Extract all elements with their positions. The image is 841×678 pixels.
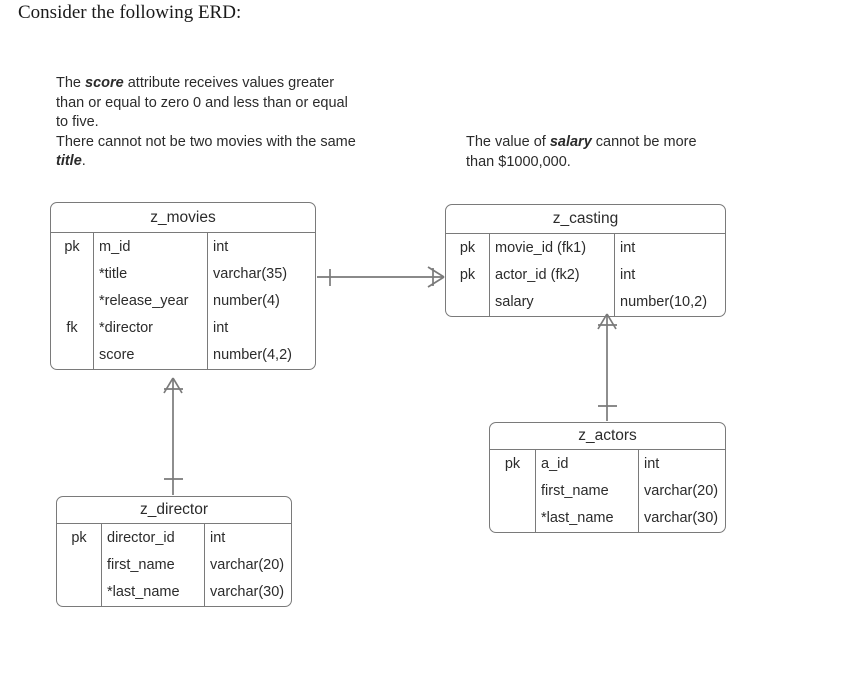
- attribute-name: *director: [93, 314, 208, 342]
- attribute-datatype: int: [620, 239, 636, 256]
- relationship-movies-director: [163, 377, 183, 495]
- attribute-datatype: int: [644, 455, 660, 472]
- attribute-name: *last_name: [535, 504, 639, 532]
- attribute-row: *last_name varchar(30): [57, 578, 291, 606]
- attribute-row: *title varchar(35): [51, 260, 315, 288]
- attribute-row: score number(4,2): [51, 341, 315, 369]
- attribute-row: salary number(10,2): [446, 288, 725, 316]
- attribute-key-marker: [490, 504, 536, 532]
- constraint-note-score: The score attribute receives values grea…: [56, 74, 356, 172]
- attribute-row: *last_name varchar(30): [490, 504, 725, 532]
- attribute-key-marker: pk: [51, 233, 94, 261]
- attribute-datatype: varchar(30): [210, 584, 285, 601]
- attribute-key-marker: [57, 578, 102, 606]
- entity-title-z-director: z_director: [57, 497, 291, 524]
- attribute-key-marker: fk: [51, 314, 94, 342]
- attribute-name: first_name: [101, 551, 205, 579]
- attribute-datatype: number(10,2): [620, 294, 708, 311]
- attribute-datatype: number(4): [213, 292, 280, 309]
- note-text: The: [56, 75, 86, 91]
- entity-title-z-movies: z_movies: [51, 203, 315, 233]
- attribute-name: actor_id (fk2): [489, 261, 615, 289]
- note-text: cannot be more than $1000,000.: [466, 134, 697, 170]
- note-text: .: [81, 153, 86, 170]
- emphasis-term: salary: [549, 134, 592, 150]
- attribute-datatype: int: [213, 238, 229, 255]
- attribute-name: a_id: [535, 450, 639, 478]
- attribute-key-marker: pk: [446, 261, 490, 289]
- attribute-key-marker: [490, 477, 536, 505]
- attribute-key-marker: pk: [57, 524, 102, 552]
- attribute-datatype: varchar(20): [644, 482, 719, 499]
- attribute-datatype: varchar(30): [644, 510, 719, 527]
- attribute-key-marker: [446, 288, 490, 316]
- attribute-datatype: varchar(20): [210, 556, 285, 573]
- attribute-datatype: varchar(35): [213, 265, 288, 282]
- entity-title-z-casting: z_casting: [446, 205, 725, 234]
- attribute-row: first_name varchar(20): [490, 477, 725, 505]
- attribute-name: movie_id (fk1): [489, 234, 615, 262]
- attribute-datatype: int: [210, 529, 226, 546]
- attribute-name: m_id: [93, 233, 208, 261]
- note-text: There cannot not be two movies with the …: [56, 133, 356, 150]
- attribute-name: *last_name: [101, 578, 205, 606]
- note-text: attribute receives values greater than o…: [56, 75, 348, 131]
- attribute-name: score: [93, 341, 208, 369]
- attribute-name: first_name: [535, 477, 639, 505]
- attribute-key-marker: [51, 260, 94, 288]
- attribute-row: fk*director int: [51, 314, 315, 342]
- note-text: The value of: [466, 134, 550, 150]
- attribute-name: *release_year: [93, 287, 208, 315]
- relationship-casting-actors: [597, 313, 617, 421]
- attribute-datatype: int: [620, 266, 636, 283]
- attribute-row: first_name varchar(20): [57, 551, 291, 579]
- attribute-datatype: int: [213, 320, 229, 337]
- attribute-key-marker: [51, 287, 94, 315]
- attribute-key-marker: [51, 341, 94, 369]
- attribute-name: salary: [489, 288, 615, 316]
- entity-title-z-actors: z_actors: [490, 423, 725, 450]
- relationship-movies-casting: [317, 266, 445, 288]
- attribute-datatype: number(4,2): [213, 347, 292, 364]
- attribute-name: *title: [93, 260, 208, 288]
- attribute-key-marker: pk: [446, 234, 490, 262]
- attribute-row: *release_year number(4): [51, 287, 315, 315]
- emphasis-term: title: [56, 153, 82, 170]
- attribute-key-marker: pk: [490, 450, 536, 478]
- constraint-note-salary: The value of salary cannot be more than …: [466, 133, 706, 172]
- emphasis-term: score: [85, 75, 124, 91]
- page-title: Consider the following ERD:: [18, 2, 242, 23]
- attribute-key-marker: [57, 551, 102, 579]
- attribute-name: director_id: [101, 524, 205, 552]
